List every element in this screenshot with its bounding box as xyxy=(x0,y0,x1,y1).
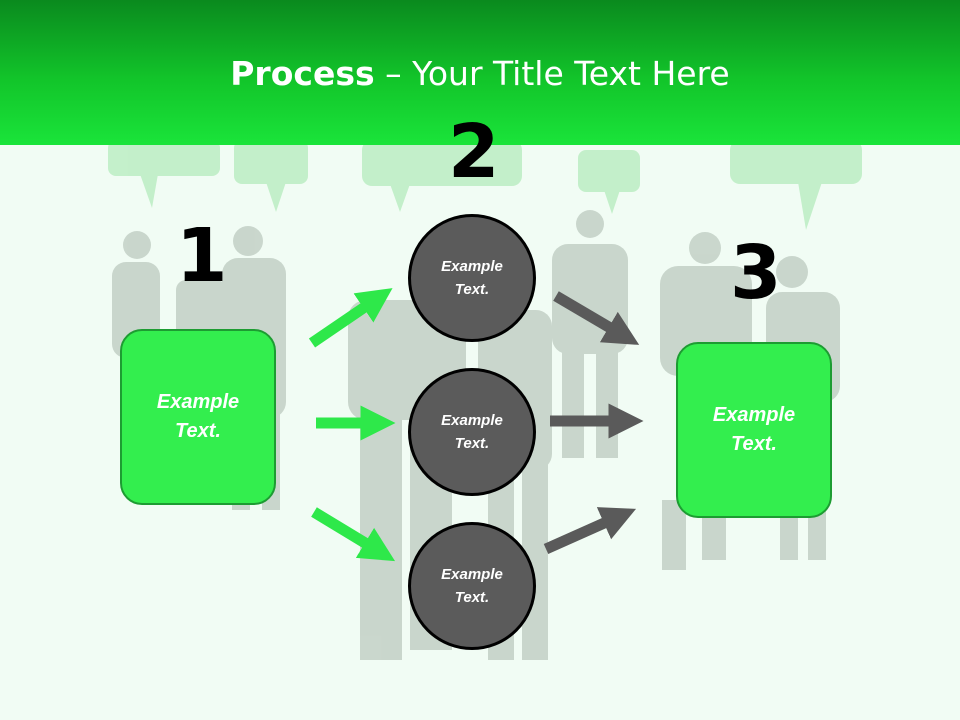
circle-2-line-2: Text. xyxy=(454,435,490,452)
circle-3-line-1: Example xyxy=(441,566,503,583)
right-box-line-2: Text. xyxy=(731,433,777,455)
circle-1-line-2: Text. xyxy=(454,281,490,298)
title-rest: – Your Title Text Here xyxy=(374,54,730,93)
arrow-left-to-circle-3 xyxy=(311,507,396,562)
right-box-line-1: Example xyxy=(712,404,796,426)
header-bar xyxy=(0,0,960,145)
step-number-3: 3 xyxy=(730,230,782,316)
circle-2-line-1: Example xyxy=(441,412,503,429)
arrow-circle-1-to-right xyxy=(553,291,640,345)
title-bold: Process xyxy=(230,54,375,93)
circle-3-line-2: Text. xyxy=(454,589,490,606)
slide-title: Process – Your Title Text Here xyxy=(0,52,960,96)
left-box-line-2: Text. xyxy=(175,420,221,442)
step-number-2: 2 xyxy=(448,109,500,195)
left-box-line-1: Example xyxy=(156,391,240,413)
arrow-left-to-circle-1 xyxy=(308,288,393,348)
circle-1-line-1: Example xyxy=(441,258,503,275)
step-number-1: 1 xyxy=(176,213,228,299)
arrow-circle-3-to-right xyxy=(543,507,637,555)
